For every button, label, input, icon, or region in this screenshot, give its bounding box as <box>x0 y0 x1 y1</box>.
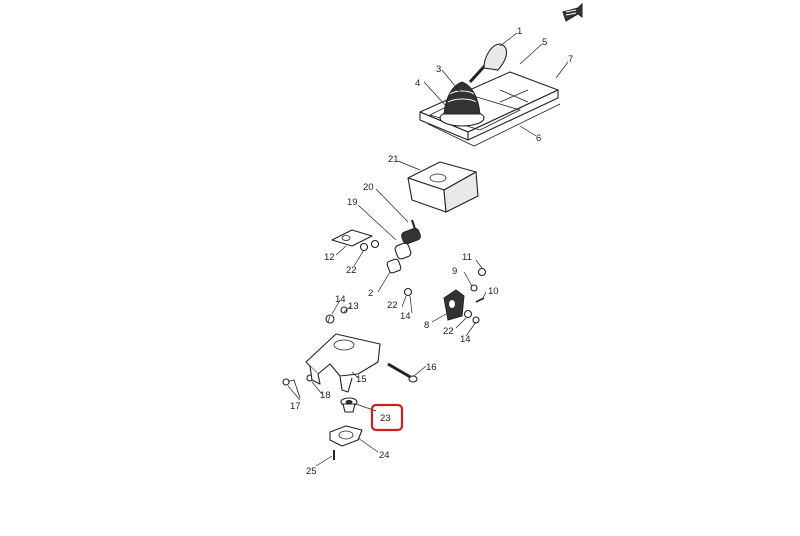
callout-23: 23 <box>380 413 391 424</box>
callout-18: 18 <box>320 390 331 401</box>
shaft-assembly <box>386 219 421 274</box>
callout-20: 20 <box>363 182 374 193</box>
callout-6: 6 <box>536 133 541 144</box>
callout-1: 1 <box>517 26 522 37</box>
shift-fork-holder <box>305 333 381 393</box>
part-23-bushing <box>340 397 358 413</box>
callout-14c: 14 <box>460 334 471 345</box>
callout-24: 24 <box>379 450 390 461</box>
pivot-block-8 <box>443 289 465 321</box>
callout-19: 19 <box>347 197 358 208</box>
gasket-24 <box>329 425 363 447</box>
callout-10: 10 <box>488 286 499 297</box>
callout-labels: 1 2 3 4 5 6 7 8 9 10 11 12 13 14 14 14 1… <box>290 26 573 477</box>
callout-12: 12 <box>324 252 335 263</box>
callout-14b: 14 <box>400 311 411 322</box>
callout-5: 5 <box>542 37 547 48</box>
callout-14a: 14 <box>335 294 346 305</box>
callout-8: 8 <box>424 320 429 331</box>
callout-25: 25 <box>306 466 317 477</box>
callout-4: 4 <box>415 78 420 89</box>
callout-9: 9 <box>452 266 457 277</box>
guide-cover <box>407 161 479 213</box>
bolt-16 <box>387 362 418 383</box>
shift-lever-and-boot <box>439 43 508 127</box>
leader-lines <box>287 32 569 467</box>
front-arrow-icon <box>562 2 583 22</box>
callout-21: 21 <box>388 154 399 165</box>
callout-22a: 22 <box>346 265 357 276</box>
callout-22b: 22 <box>387 300 398 311</box>
highlight-box-23 <box>370 403 404 432</box>
callout-16: 16 <box>426 362 437 373</box>
bracket-12 <box>331 229 373 247</box>
callout-17: 17 <box>290 401 301 412</box>
callout-13: 13 <box>348 301 359 312</box>
callout-11: 11 <box>462 252 472 263</box>
callout-15: 15 <box>356 374 367 385</box>
callout-22c: 22 <box>443 326 454 337</box>
callout-7: 7 <box>568 54 573 65</box>
fasteners <box>282 239 487 399</box>
callout-3: 3 <box>436 64 441 75</box>
callout-2: 2 <box>368 288 373 299</box>
